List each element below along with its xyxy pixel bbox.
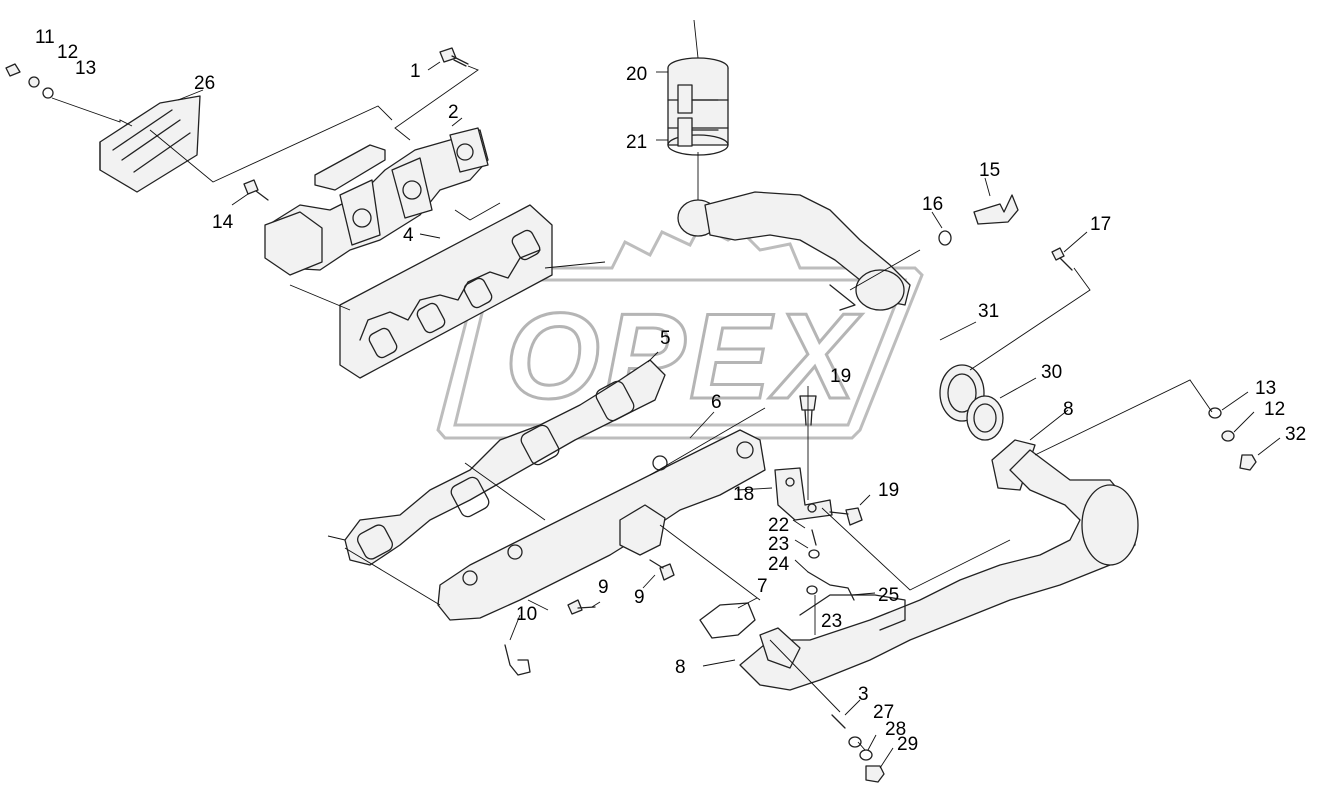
callout-8b: 8 (1063, 399, 1074, 420)
watermark-text: OPEX (505, 288, 863, 424)
watermark: OPEX (436, 224, 924, 440)
exhaust-pipe-upper-part (677, 191, 911, 311)
callout-20: 20 (626, 64, 647, 85)
callout-23a: 23 (768, 534, 789, 555)
exhaust-pipe-lower-part (699, 449, 1139, 691)
callout-30: 30 (1041, 362, 1062, 383)
callout-5: 5 (660, 328, 671, 349)
clamp-part (667, 57, 729, 156)
callout-8a: 8 (675, 657, 686, 678)
callout-13a: 13 (75, 58, 96, 79)
callout-7: 7 (757, 576, 768, 597)
callout-9b: 9 (634, 587, 645, 608)
callout-18: 18 (733, 484, 754, 505)
callout-32: 32 (1285, 424, 1306, 445)
callout-14: 14 (212, 212, 234, 233)
callout-12b: 12 (1264, 399, 1285, 420)
callout-6: 6 (711, 392, 722, 413)
callout-23b: 23 (821, 611, 842, 632)
callout-17: 17 (1090, 214, 1111, 235)
flange-part (939, 364, 1036, 491)
callout-labels: 1 2 3 4 5 6 7 8 8 9 9 10 11 12 12 13 13 … (35, 27, 1306, 755)
heat-shield-part (99, 95, 201, 193)
callout-1: 1 (410, 61, 421, 82)
callout-25: 25 (878, 585, 899, 606)
callout-21: 21 (626, 132, 647, 153)
leader-lines (51, 19, 1281, 769)
callout-13b: 13 (1255, 378, 1276, 399)
callout-31: 31 (978, 301, 999, 322)
exhaust-gasket-part (344, 359, 666, 566)
callout-29: 29 (897, 734, 918, 755)
watermark-gear-outline (436, 224, 924, 440)
callout-15: 15 (979, 160, 1000, 181)
callout-26: 26 (194, 73, 215, 94)
bracket-part (504, 644, 531, 676)
support-bracket-part (774, 467, 833, 521)
callout-19b: 19 (878, 480, 899, 501)
callout-27: 27 (873, 702, 894, 723)
parts-drawings (5, 47, 1257, 783)
callout-19a: 19 (830, 366, 851, 387)
manifold-gasket-plate-part (339, 204, 553, 379)
callout-10: 10 (516, 604, 537, 625)
exhaust-manifold-part (437, 429, 766, 621)
intake-manifold-part (264, 127, 489, 276)
callout-24: 24 (768, 554, 790, 575)
callout-2: 2 (448, 102, 459, 123)
callout-28: 28 (885, 719, 906, 740)
callout-12a: 12 (57, 42, 78, 63)
callout-3: 3 (858, 684, 869, 705)
callout-9a: 9 (598, 577, 609, 598)
callout-4: 4 (403, 225, 414, 246)
watermark-inner-frame (453, 278, 908, 427)
callout-22: 22 (768, 515, 789, 536)
callout-11: 11 (35, 27, 55, 48)
callout-16: 16 (922, 194, 943, 215)
